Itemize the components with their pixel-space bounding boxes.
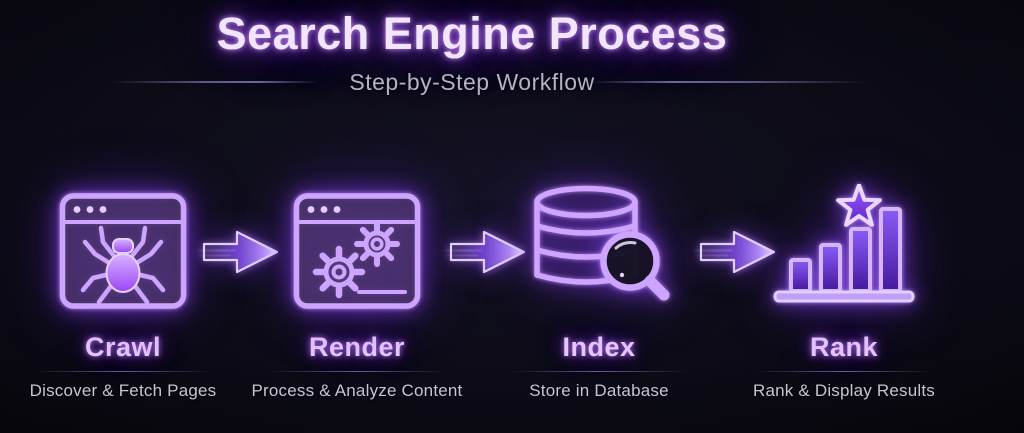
step-divider — [34, 371, 212, 372]
step-name: Rank — [809, 332, 879, 362]
spider-browser-icon — [59, 193, 187, 309]
step-description: Discover & Fetch Pages — [29, 381, 217, 400]
step-divider — [268, 371, 446, 372]
database-magnifier-icon — [534, 185, 670, 301]
subtitle-right-divider — [588, 81, 868, 83]
gears-browser-icon — [293, 193, 421, 309]
step-name: Render — [308, 332, 406, 362]
page-title: Search Engine Process — [216, 8, 728, 59]
step-divider — [510, 371, 688, 372]
page-subtitle: Step-by-Step Workflow — [349, 69, 595, 95]
step-divider — [755, 371, 933, 372]
step-description: Store in Database — [529, 381, 669, 400]
gear-icon — [312, 245, 366, 299]
step-name: Crawl — [84, 332, 162, 362]
star-icon — [836, 184, 882, 227]
step-description: Rank & Display Results — [752, 381, 936, 400]
step-name: Index — [562, 332, 636, 362]
step-index: Index Store in Database — [493, 176, 705, 401]
step-rank: Rank Rank & Display Results — [738, 176, 950, 401]
arrow-right-icon — [194, 230, 279, 274]
step-crawl: Crawl Discover & Fetch Pages — [17, 176, 229, 401]
step-description: Process & Analyze Content — [251, 381, 463, 400]
subtitle-left-divider — [110, 81, 320, 83]
bar-chart-star-icon — [773, 184, 915, 303]
step-render: Render Process & Analyze Content — [251, 176, 463, 401]
arrow-right-icon — [691, 230, 776, 274]
header: Search Engine Process Step-by-Step Workf… — [0, 8, 944, 96]
gear-icon — [354, 221, 400, 267]
magnifier-icon — [600, 231, 670, 301]
arrow-right-icon — [441, 230, 526, 274]
